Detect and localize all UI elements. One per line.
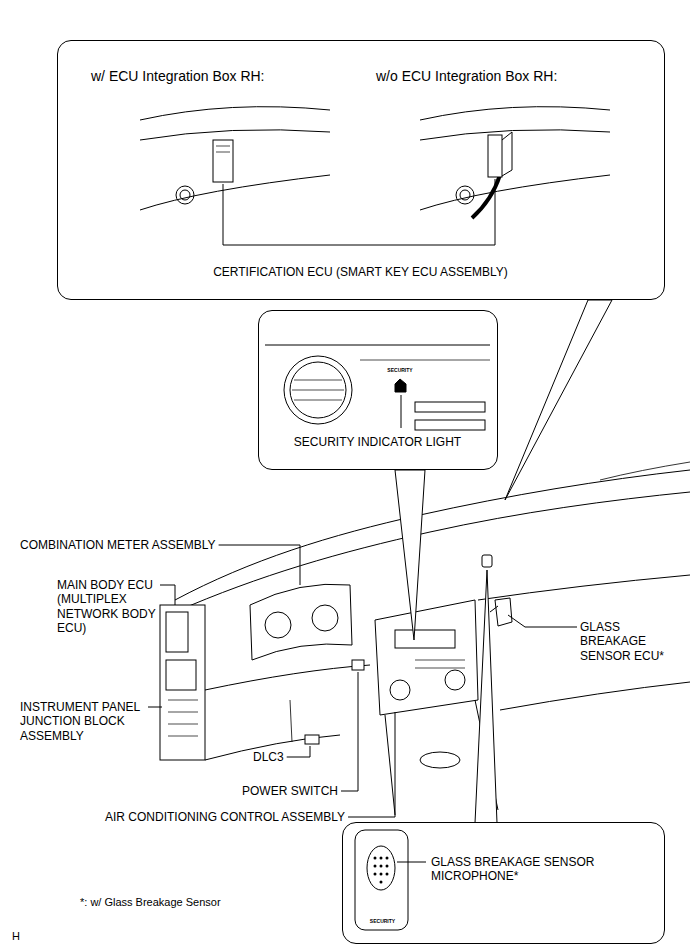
leader-line <box>508 615 577 627</box>
variant-heading: w/o ECU Integration Box RH: <box>376 68 557 85</box>
part-name: GLASS BREAKAGE SENSOR ECU* <box>580 620 675 663</box>
footnote: *: w/ Glass Breakage Sensor <box>80 896 221 909</box>
callout-panel: SECURITY SECURITY INDICATOR LIGHT <box>258 310 498 470</box>
part-name: DLC3 <box>253 750 284 764</box>
icon-marking: SECURITY <box>356 918 409 924</box>
leader-line <box>148 707 162 708</box>
variant-heading: w/ ECU Integration Box RH: <box>91 68 265 85</box>
leader-line <box>341 672 358 791</box>
leader-line <box>219 545 300 585</box>
part-name: CERTIFICATION ECU (SMART KEY ECU ASSEMBL… <box>58 265 663 279</box>
part-name: INSTRUMENT PANEL JUNCTION BLOCK ASSEMBLY <box>20 700 145 743</box>
leader-line <box>287 746 310 757</box>
part-name: SECURITY INDICATOR LIGHT <box>259 435 496 449</box>
part-name: POWER SWITCH <box>242 784 338 798</box>
part-name: COMBINATION METER ASSEMBLY <box>20 538 216 552</box>
callout-panel: GLASS BREAKAGE SENSOR MICROPHONE* SECURIT… <box>342 822 665 944</box>
indicator-marking: SECURITY <box>385 367 415 373</box>
figure-code: H <box>12 930 20 943</box>
leader-line <box>160 585 175 605</box>
callout-panel: w/ ECU Integration Box RH: w/o ECU Integr… <box>57 40 665 300</box>
part-name: AIR CONDITIONING CONTROL ASSEMBLY <box>105 810 345 824</box>
part-name: MAIN BODY ECU (MULTIPLEX NETWORK BODY EC… <box>57 578 157 636</box>
part-name: GLASS BREAKAGE SENSOR MICROPHONE* <box>431 855 631 884</box>
leader-line <box>348 712 395 817</box>
